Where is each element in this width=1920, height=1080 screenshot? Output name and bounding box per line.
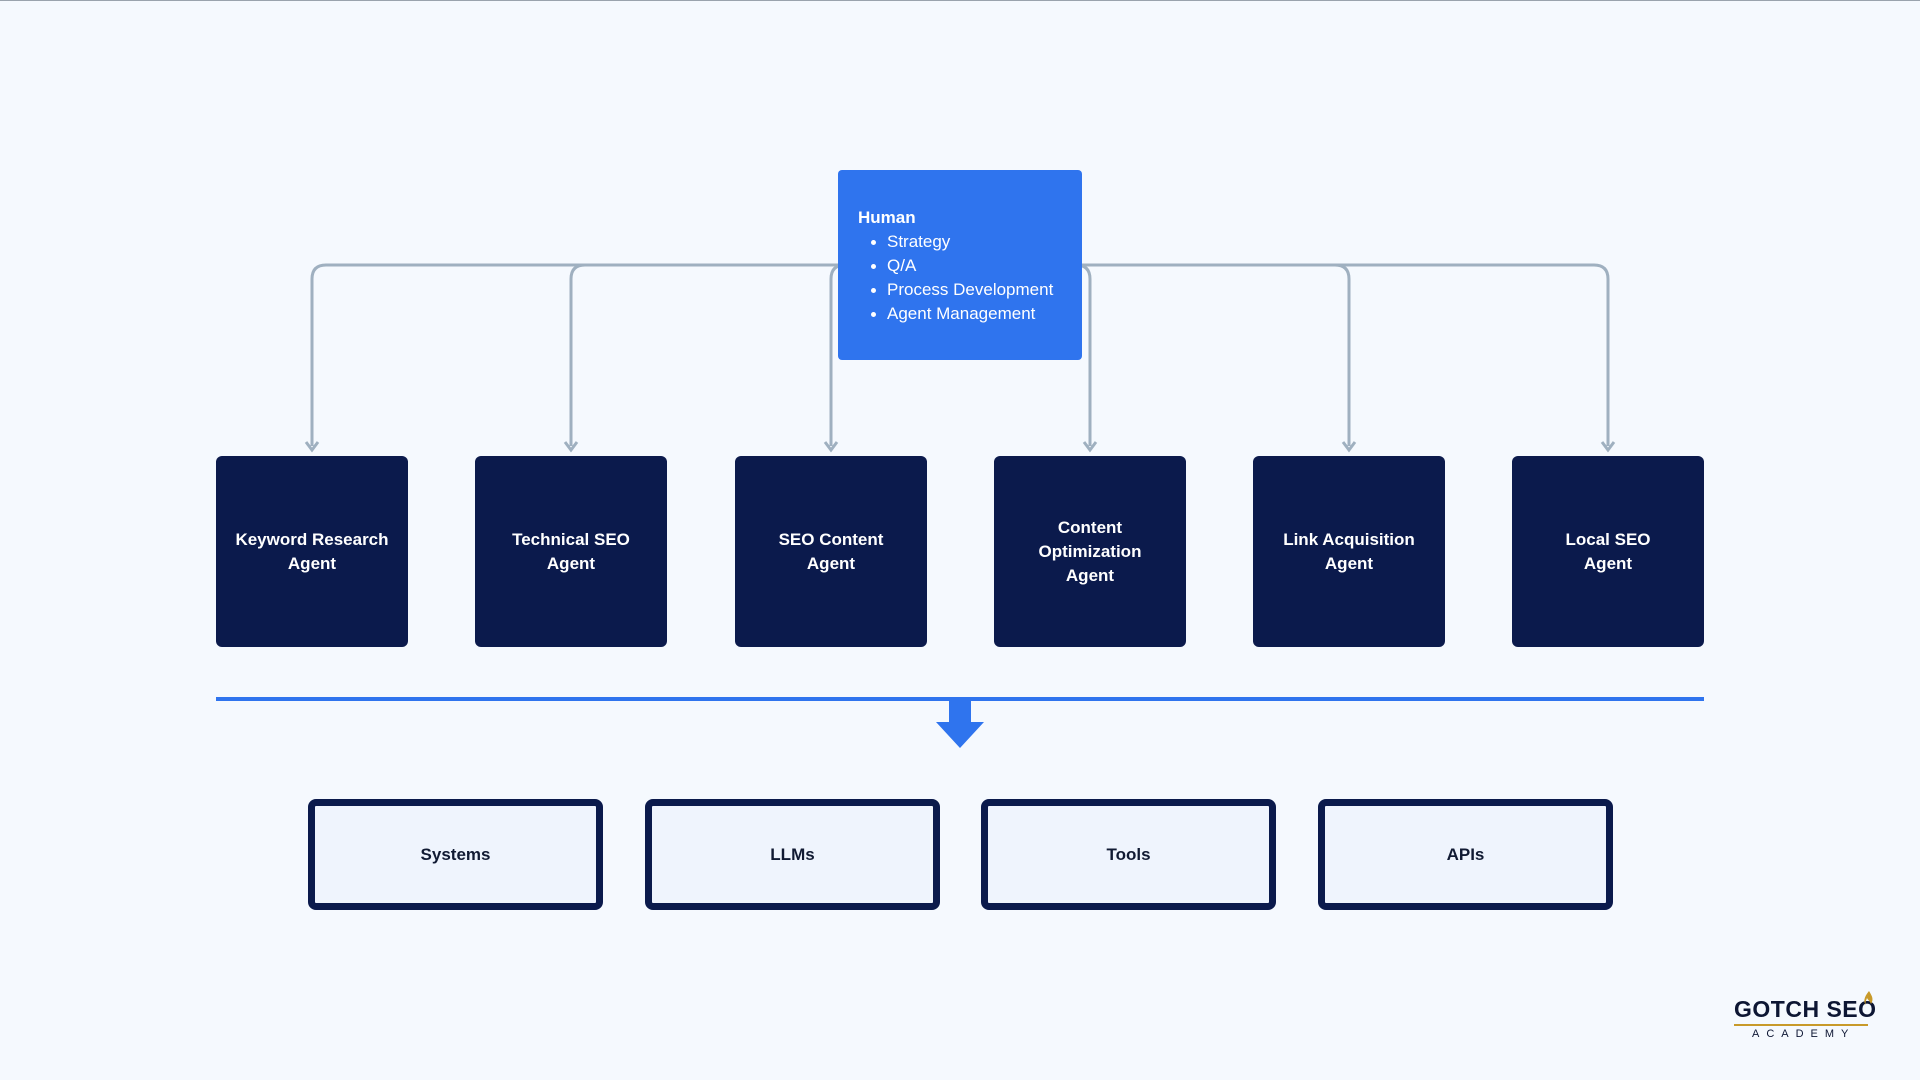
top-rule — [0, 0, 1920, 1]
logo-subtitle: ACADEMY — [1752, 1028, 1856, 1040]
connector-keyword-research — [310, 263, 838, 446]
agent-link-acquisition: Link Acquisition Agent — [1253, 456, 1445, 647]
agent-label: Link Acquisition Agent — [1283, 529, 1415, 573]
agent-keyword-research: Keyword Research Agent — [216, 456, 408, 647]
gotch-seo-logo: GOTCH SEO ACADEMY — [1730, 990, 1880, 1040]
agent-label: SEO Content Agent — [778, 529, 884, 573]
flame-icon — [1864, 991, 1873, 1005]
human-item-strategy: Strategy — [868, 230, 1062, 254]
divider-group — [216, 697, 1704, 748]
agent-label: Local SEO Agent — [1565, 529, 1651, 573]
resource-label: Systems — [420, 844, 491, 864]
resource-label: LLMs — [770, 844, 815, 864]
agent-label: Keyword Research Agent — [235, 529, 389, 573]
arrowhead-content-optimization — [1082, 441, 1098, 453]
resource-systems: Systems — [308, 799, 603, 910]
down-arrow-icon — [936, 701, 984, 748]
human-responsibilities: Strategy Q/A Process Development Agent M… — [858, 230, 1062, 326]
human-item-qa: Q/A — [868, 254, 1062, 278]
arrowhead-link-acquisition — [1341, 441, 1357, 453]
resource-llms: LLMs — [645, 799, 940, 910]
resource-label: Tools — [1106, 844, 1151, 864]
human-item-process-development: Process Development — [868, 278, 1062, 302]
connector-technical-seo — [569, 263, 838, 446]
connector-link-acquisition — [1082, 263, 1351, 446]
connector-local-seo — [1082, 263, 1610, 446]
agent-seo-content: SEO Content Agent — [735, 456, 927, 647]
agent-label: Technical SEO Agent — [512, 529, 630, 573]
arrowhead-keyword-research — [304, 441, 320, 453]
agent-local-seo: Local SEO Agent — [1512, 456, 1704, 647]
human-title: Human — [858, 208, 916, 227]
agent-content-optimization: Content Optimization Agent — [994, 456, 1186, 647]
arrowhead-local-seo — [1600, 441, 1616, 453]
logo-underline — [1734, 1024, 1868, 1026]
resource-label: APIs — [1446, 844, 1485, 864]
human-node: Human Strategy Q/A Process Development A… — [838, 170, 1082, 360]
resource-tools: Tools — [981, 799, 1276, 910]
human-item-agent-management: Agent Management — [868, 302, 1062, 326]
agent-label: Content Optimization Agent — [1038, 517, 1142, 585]
agent-technical-seo: Technical SEO Agent — [475, 456, 667, 647]
resource-apis: APIs — [1318, 799, 1613, 910]
arrowhead-seo-content — [823, 441, 839, 453]
arrowhead-technical-seo — [563, 441, 579, 453]
logo-name: GOTCH SEO — [1734, 996, 1877, 1022]
